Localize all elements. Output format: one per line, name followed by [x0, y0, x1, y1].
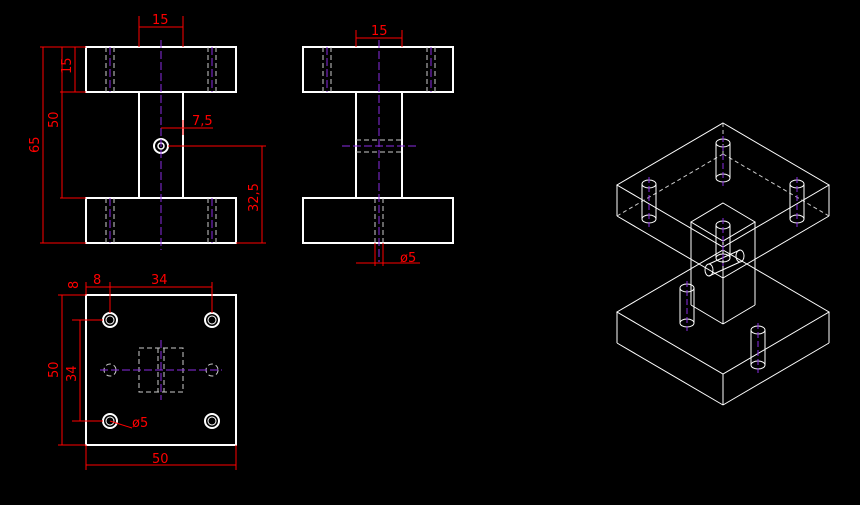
front-view-dimensions: [40, 16, 266, 244]
top-dim-inner-height: 34: [65, 365, 80, 382]
front-dim-hole-offset: 7,5: [192, 114, 213, 129]
side-dim-top-width: 15: [371, 24, 388, 39]
top-dim-hole-spacing: 34: [151, 273, 168, 288]
front-dim-hole-height: 32,5: [247, 183, 262, 212]
front-dim-flange-height: 15: [60, 57, 75, 74]
side-bottom-flange: [302, 197, 454, 244]
side-view-dimensions: [355, 30, 420, 266]
top-dim-total-height: 50: [47, 361, 62, 378]
front-dim-total-height: 65: [28, 136, 43, 153]
top-view: 8 34 8 50 34 ø5 50: [47, 273, 237, 470]
top-view-centerlines: [100, 340, 222, 400]
top-hole-br-icon: [204, 413, 220, 429]
side-view: 15 ø5: [302, 24, 454, 266]
front-view: 15 15 50 65 7,5 32,5: [28, 13, 266, 250]
front-view-centerlines: [109, 40, 213, 250]
top-dim-hole-edge: 8: [93, 273, 101, 288]
top-dim-hole-diameter: ø5: [132, 416, 148, 431]
top-view-dimensions: [58, 282, 237, 470]
isometric-view: [616, 122, 830, 406]
iso-centerlines: [648, 136, 798, 373]
front-dim-inner-height: 50: [47, 111, 62, 128]
top-dim-left-edge: 8: [67, 281, 82, 289]
front-dim-top-width: 15: [152, 13, 169, 28]
iso-lower-plate: [616, 249, 830, 406]
top-plate: [85, 294, 237, 446]
side-dim-diameter: ø5: [400, 251, 416, 266]
side-view-centerlines: [326, 40, 432, 262]
top-dim-bottom-width: 50: [152, 452, 169, 467]
